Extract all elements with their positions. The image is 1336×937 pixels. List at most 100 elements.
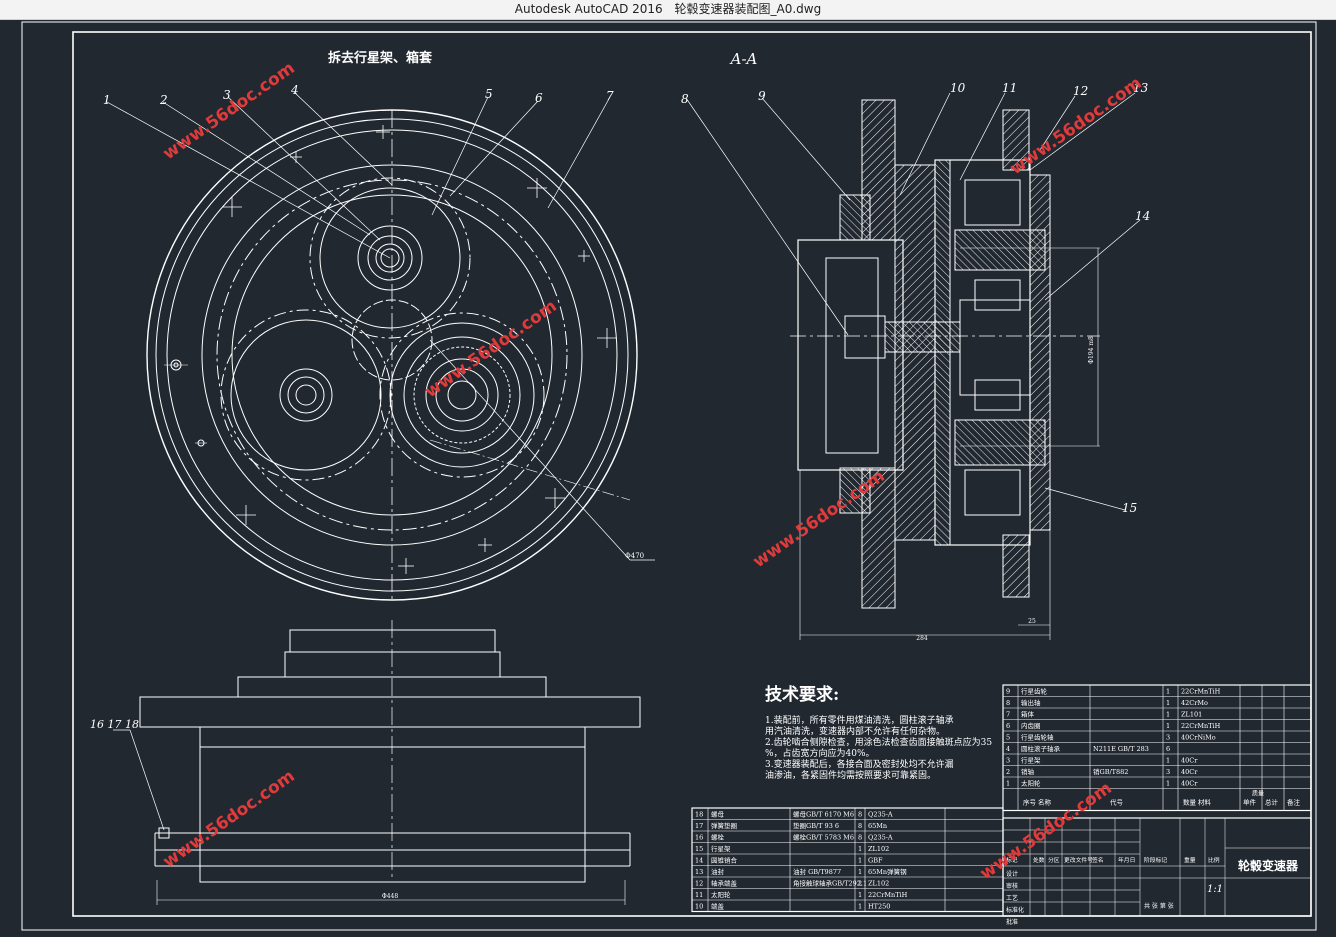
title-block-row-label: 工艺 (1006, 894, 1018, 902)
bom-upper-header-cell: 材料 (1198, 798, 1212, 807)
watermarks: www.56doc.com www.56doc.com www.56doc.co… (159, 58, 1145, 884)
title-block-label: 标记 (1006, 856, 1018, 864)
dim-section-width: 284 (916, 635, 928, 642)
bom-upper-cell: 太阳轮 (1021, 779, 1041, 788)
bom-lower-cell: ZL102 (868, 845, 889, 853)
bom-upper-header-cell: 数量 (1183, 798, 1197, 807)
bom-lower-cell: 1 (858, 845, 862, 853)
bom-lower-cell: 圆锥销合 (711, 856, 738, 865)
leader-label-4: 4 (290, 83, 299, 97)
leader-label-10: 10 (950, 81, 966, 95)
app-name: Autodesk AutoCAD 2016 (514, 2, 663, 16)
bom-upper-cell: 1 (1166, 722, 1170, 730)
title-block: 标记处数分区更改文件号签名年月日阶段标记重量比例设计审核工艺标准化批准轮毂变速器… (1002, 817, 1312, 926)
title-block-label: 重量 (1184, 856, 1196, 864)
bom-lower-cell: 2 (858, 880, 862, 888)
bom-lower-cell: 螺栓 (711, 833, 725, 842)
cad-drawing[interactable]: 拆去行星架、箱套 1 2 3 4 5 6 7 Φ470 16 17 18 Φ44… (0, 20, 1336, 933)
bom-upper-cell: 40Cr (1181, 757, 1198, 765)
bom-lower-cell: 16 (695, 834, 703, 842)
svg-text:www.56doc.com: www.56doc.com (421, 296, 560, 402)
bom-upper-cell: 6 (1006, 722, 1010, 730)
bom-upper-cell: ZL101 (1181, 711, 1202, 719)
bom-upper-cell: 9 (1006, 688, 1010, 696)
bom-lower-cell: 行星架 (711, 844, 731, 853)
bom-upper-cell: 1 (1166, 780, 1170, 788)
bom-lower-cell: 轴承端盖 (711, 879, 738, 888)
bom-lower-frame (691, 807, 1004, 913)
title-block-label: 签名 (1092, 856, 1104, 864)
bom-upper-cell: 1 (1166, 757, 1170, 765)
bom-upper-cell: 2 (1006, 768, 1010, 776)
bom-upper-cell: 22CrMnTiH (1181, 722, 1221, 730)
bom-upper-cell: 1 (1166, 699, 1170, 707)
bom-lower-cell: 18 (695, 811, 703, 819)
svg-text:%，占齿宽方向应为40%。: %，占齿宽方向应为40%。 (765, 747, 875, 759)
bom-lower-row: 15 行星架 1 ZL102 (695, 844, 889, 853)
bom-lower-cell: 螺母 (711, 810, 725, 819)
bom-upper-cell: 3 (1166, 734, 1170, 742)
bom-lower-cell: 螺母GB/T 6170 M6 (793, 810, 854, 819)
bom-lower-cell: HT250 (868, 903, 890, 911)
bottom-side-view (113, 620, 641, 905)
leader-label-7: 7 (606, 89, 614, 103)
bom-lower-cell: 1 (858, 891, 862, 899)
bom-upper-header-cell: 总计 (1265, 798, 1279, 807)
bom-upper-cell: N211E GB/T 283 (1093, 745, 1149, 753)
bom-upper-cell: 40CrNiMo (1181, 734, 1216, 742)
bom-upper-cell: 3 (1006, 757, 1010, 765)
title-block-label: 分区 (1048, 856, 1060, 864)
bom-upper-cell: 销轴 (1021, 767, 1035, 776)
bom-lower-cell: 11 (695, 891, 703, 899)
dim-bottom-width: Φ448 (382, 893, 399, 900)
bom-upper-cell: 1 (1166, 711, 1170, 719)
bom-upper-header-cell: 单件 (1243, 798, 1257, 807)
window-title-bar: Autodesk AutoCAD 2016 轮毂变速器装配图_A0.dwg (0, 0, 1336, 20)
title-block-label: 比例 (1208, 856, 1220, 864)
bom-lower-cell: 垫圈GB/T 93 6 (793, 821, 839, 830)
bom-lower-cell: 13 (695, 868, 703, 876)
bom-upper-cell: 7 (1006, 711, 1010, 719)
bom-lower-row: 18 螺母 螺母GB/T 6170 M6 8 Q235-A (695, 810, 893, 819)
tech-title: 技术要求: (765, 684, 839, 705)
bom-lower-cell: 15 (695, 845, 703, 853)
title-block-label: 更改文件号 (1064, 856, 1093, 864)
leader-label-11: 11 (1002, 81, 1017, 95)
title-block-label: 年月日 (1118, 856, 1135, 864)
bom-upper-header-cell: 备注 (1287, 798, 1301, 807)
bom-lower-cell: 10 (695, 903, 703, 911)
svg-text:www.56doc.com: www.56doc.com (159, 766, 298, 872)
bom-lower-cell: 角接触球轴承GB/T292.1 (793, 879, 867, 888)
bom-upper-cell: 4 (1006, 745, 1010, 753)
bom-upper-header-cell: 代号 (1110, 798, 1124, 807)
bom-upper-cell: 6 (1166, 745, 1170, 753)
bom-lower-cell: 8 (858, 811, 862, 819)
bom-upper-cell: 1 (1006, 780, 1010, 788)
document-filename: 轮毂变速器装配图_A0.dwg (674, 2, 822, 16)
bom-upper-header-extra: 质量 (1252, 790, 1264, 798)
leader-label-1: 1 (103, 93, 111, 107)
drawing-canvas[interactable]: 拆去行星架、箱套 1 2 3 4 5 6 7 Φ470 16 17 18 Φ44… (0, 20, 1336, 933)
bom-lower-cell: 油封 GB/T9877 (793, 867, 841, 876)
title-block-label: 处数 (1033, 856, 1045, 864)
title-block-label: 阶段标记 (1144, 856, 1167, 864)
bom-upper-row: 7 箱体 1 ZL101 (1006, 710, 1202, 719)
title-block-row-label: 设计 (1006, 870, 1018, 878)
bom-upper-cell: 箱体 (1021, 710, 1035, 719)
bom-lower-cell: 8 (858, 834, 862, 842)
bom-upper-cell: 8 (1006, 699, 1010, 707)
leader-label-12: 12 (1073, 84, 1088, 98)
section-leader-labels: 8 9 10 11 12 13 14 15 (681, 81, 1150, 515)
bom-lower-cell: Q235-A (868, 811, 893, 819)
dim-section-small: 25 (1028, 618, 1036, 625)
bom-upper-cell: 40Cr (1181, 768, 1198, 776)
